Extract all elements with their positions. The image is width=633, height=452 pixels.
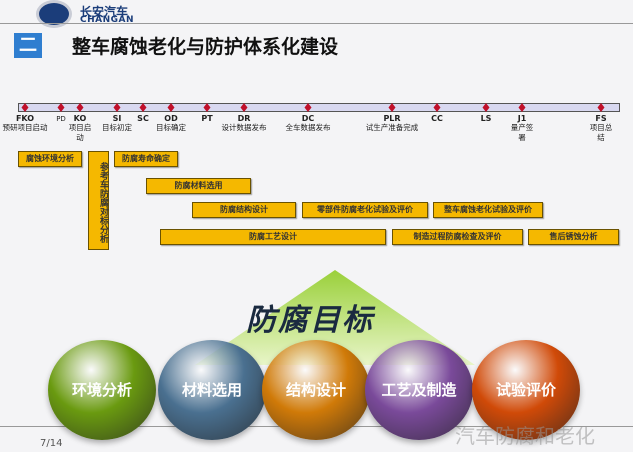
- milestone-desc: 项目启 动: [68, 123, 92, 142]
- pillar-environment: 环境分析: [48, 340, 156, 440]
- logo-text-en: CHANGAN: [80, 15, 135, 25]
- slide-title: 整车腐蚀老化与防护体系化建设: [72, 36, 339, 58]
- milestone-code: LS: [480, 114, 492, 123]
- milestone-marker-icon: [76, 103, 84, 112]
- section-number: 二: [14, 33, 42, 58]
- milestone-marker-icon: [113, 103, 121, 112]
- milestone-code: OD: [164, 114, 178, 123]
- task-bar-vertical: 参考车防腐对标分析: [88, 151, 109, 250]
- pillar-material: 材料选用: [158, 340, 266, 440]
- logo-text-cn: 长安汽车: [80, 5, 129, 19]
- task-bar: 防腐材料选用: [146, 178, 251, 194]
- milestone-code: PT: [201, 114, 213, 123]
- milestone-desc: 预研项目启动: [2, 123, 48, 132]
- milestone-desc: 设计数据发布: [221, 123, 267, 132]
- header-divider: [0, 23, 633, 24]
- milestone-code: CC: [431, 114, 443, 123]
- task-bar: 防腐工艺设计: [160, 229, 386, 245]
- task-bar: 售后锈蚀分析: [528, 229, 619, 245]
- milestone-code: J1: [517, 114, 527, 123]
- milestone-code: PD: [56, 115, 66, 123]
- milestone-marker-icon: [388, 103, 396, 112]
- milestone-marker-icon: [21, 103, 29, 112]
- task-bar: 零部件防腐老化试验及评价: [302, 202, 428, 218]
- watermark: 汽车防腐和老化: [455, 424, 595, 448]
- pillar-structure: 结构设计: [262, 340, 370, 440]
- milestone-marker-icon: [203, 103, 211, 112]
- goal-label: 防腐目标: [246, 303, 374, 338]
- milestone-marker-icon: [139, 103, 147, 112]
- milestone-desc: 全车数据发布: [285, 123, 331, 132]
- milestone-desc: 项目总 结: [589, 123, 613, 142]
- milestone-code: SC: [137, 114, 149, 123]
- timeline-bar: [18, 103, 620, 112]
- milestone-marker-icon: [433, 103, 441, 112]
- milestone-code: SI: [112, 114, 122, 123]
- milestone-marker-icon: [597, 103, 605, 112]
- milestone-desc: 试生产准备完成: [365, 123, 419, 132]
- milestone-marker-icon: [304, 103, 312, 112]
- milestone-marker-icon: [57, 103, 65, 112]
- milestone-marker-icon: [518, 103, 526, 112]
- milestone-desc: 量产签 署: [510, 123, 534, 142]
- task-bar: 制造过程防腐检查及评价: [392, 229, 523, 245]
- milestone-marker-icon: [240, 103, 248, 112]
- milestone-code: KO: [73, 114, 87, 123]
- page-number: 7/14: [40, 438, 63, 449]
- milestone-code: FS: [595, 114, 607, 123]
- task-bar: 防腐寿命确定: [114, 151, 178, 167]
- pillar-testing: 试验评价: [472, 340, 580, 440]
- milestone-marker-icon: [482, 103, 490, 112]
- milestone-code: FKO: [15, 114, 35, 123]
- milestone-desc: 目标初定: [102, 123, 132, 132]
- pillar-process: 工艺及制造: [365, 340, 473, 440]
- milestone-desc: 目标确定: [156, 123, 186, 132]
- milestone-code: DC: [301, 114, 315, 123]
- task-bar: 整车腐蚀老化试验及评价: [433, 202, 543, 218]
- milestone-marker-icon: [167, 103, 175, 112]
- task-bar: 腐蚀环境分析: [18, 151, 82, 167]
- milestone-code: DR: [237, 114, 251, 123]
- milestone-code: PLR: [383, 114, 401, 123]
- task-bar: 防腐结构设计: [192, 202, 296, 218]
